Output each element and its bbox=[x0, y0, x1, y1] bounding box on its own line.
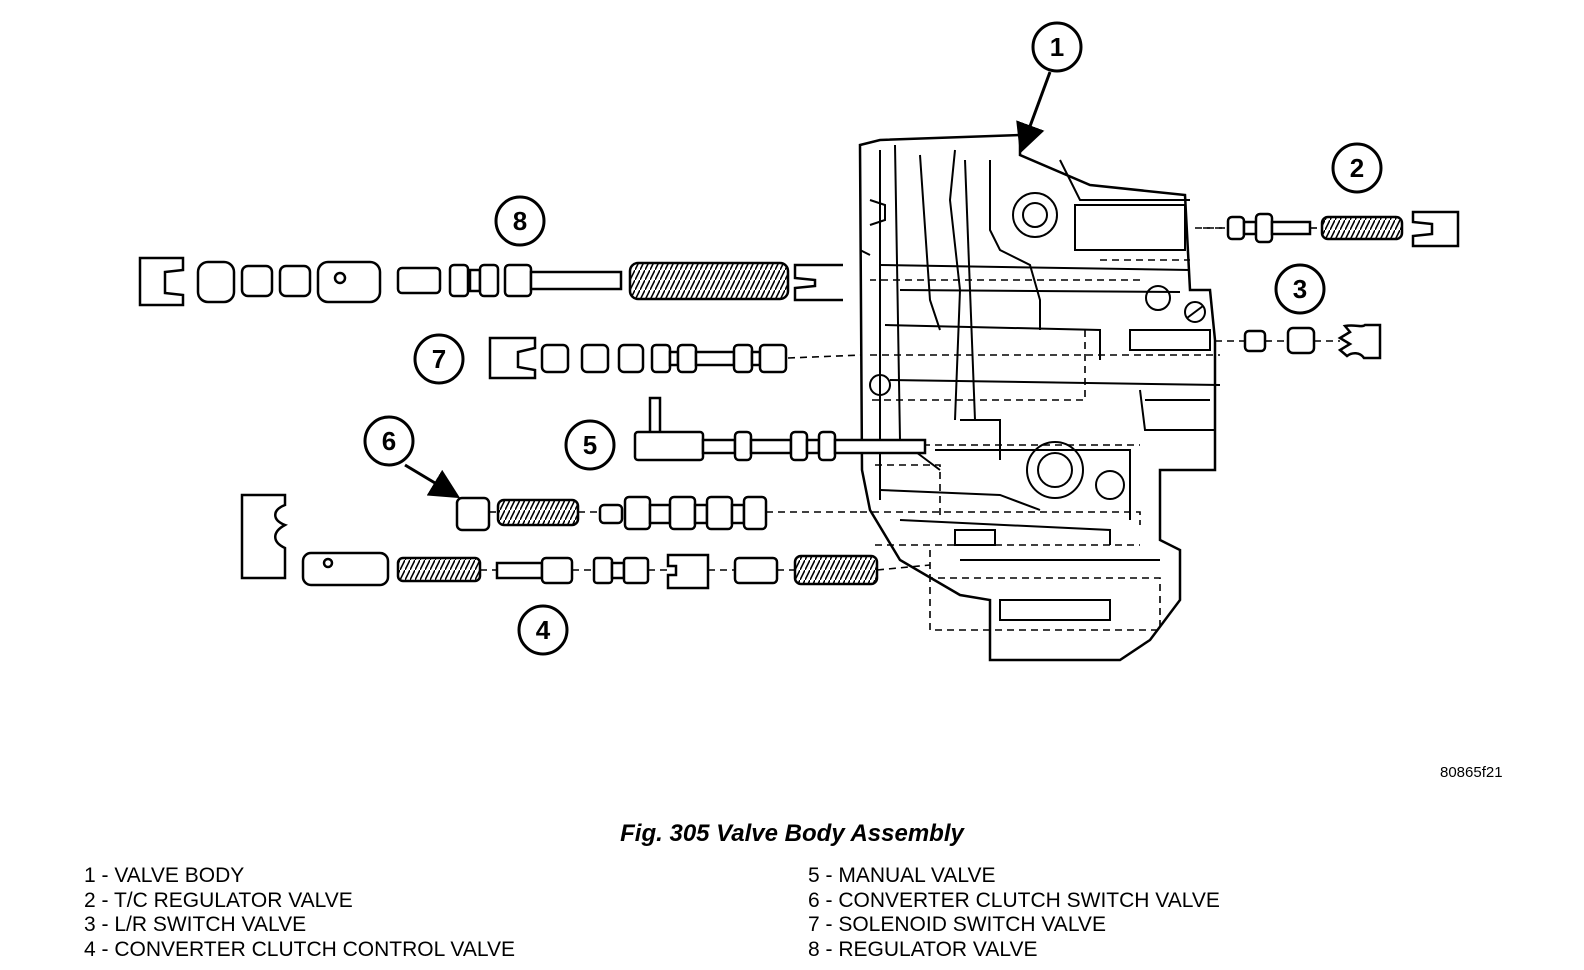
legend-item: 6 - CONVERTER CLUTCH SWITCH VALVE bbox=[808, 888, 1220, 912]
callout-1: 1 bbox=[1031, 21, 1083, 73]
callout-2: 2 bbox=[1331, 142, 1383, 194]
callout-7-label: 7 bbox=[432, 344, 446, 374]
manual-valve-parts bbox=[633, 396, 927, 462]
legend-left-column: 1 - VALVE BODY 2 - T/C REGULATOR VALVE 3… bbox=[84, 864, 515, 962]
legend-item: 3 - L/R SWITCH VALVE bbox=[84, 913, 307, 936]
legend-item: 1 - VALVE BODY bbox=[84, 864, 245, 887]
valve-body-diagram: 1 2 3 4 5 6 7 8 bbox=[138, 21, 1460, 662]
figure-caption: Fig. 305 Valve Body Assembly bbox=[620, 820, 964, 847]
callout-3-label: 3 bbox=[1293, 274, 1307, 304]
converter-clutch-switch-valve-parts bbox=[455, 495, 768, 532]
leader-arrows bbox=[404, 71, 1052, 499]
callout-2-label: 2 bbox=[1350, 153, 1364, 183]
legend-right-column: 5 - MANUAL VALVE 6 - CONVERTER CLUTCH SW… bbox=[808, 864, 1220, 962]
callout-6: 6 bbox=[363, 415, 415, 467]
tc-regulator-valve-parts bbox=[1226, 210, 1460, 248]
legend-item: 4 - CONVERTER CLUTCH CONTROL VALVE bbox=[84, 937, 515, 961]
callout-5-label: 5 bbox=[583, 430, 597, 460]
valve-body-casting bbox=[858, 133, 1217, 662]
legend-item: 7 - SOLENOID SWITCH VALVE bbox=[808, 913, 1106, 936]
callout-1-label: 1 bbox=[1050, 32, 1064, 62]
regulator-valve-parts bbox=[138, 256, 843, 307]
converter-clutch-control-valve-parts bbox=[240, 493, 879, 590]
callout-5: 5 bbox=[564, 419, 616, 471]
solenoid-switch-valve-parts bbox=[488, 336, 788, 380]
legend-item: 8 - REGULATOR VALVE bbox=[808, 937, 1038, 961]
callout-6-label: 6 bbox=[382, 426, 396, 456]
callout-8: 8 bbox=[494, 195, 546, 247]
callout-7: 7 bbox=[413, 333, 465, 385]
callout-3: 3 bbox=[1274, 263, 1326, 315]
alignment-lines bbox=[480, 227, 1340, 571]
legend-item: 2 - T/C REGULATOR VALVE bbox=[84, 888, 353, 912]
valve-body-details bbox=[859, 144, 1221, 621]
callout-4-label: 4 bbox=[536, 615, 551, 645]
callout-4: 4 bbox=[517, 604, 569, 656]
figure-id: 80865f21 bbox=[1440, 764, 1503, 781]
callout-8-label: 8 bbox=[513, 206, 527, 236]
legend-item: 5 - MANUAL VALVE bbox=[808, 864, 996, 887]
